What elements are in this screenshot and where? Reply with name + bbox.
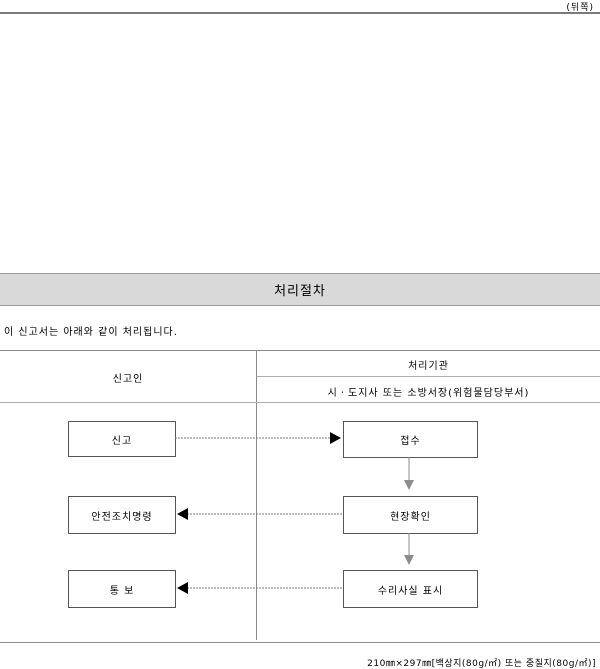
step-repair-mark: 수리사실 표시 [343,570,478,608]
header-authority-detail: 시ㆍ도지사 또는 소방서장(위험물담당부서) [327,388,530,399]
procedure-table [0,350,600,643]
procedure-title: 처리절차 [274,284,326,299]
arrow-head-left-icon [177,582,188,594]
arrow-head-right-icon [330,432,341,444]
header-applicant: 신고인 [112,374,144,385]
arrow-head-down-icon [404,555,414,565]
step-safety-order: 안전조치명령 [68,496,176,534]
step-site-check: 현장확인 [343,496,478,534]
header-subdivider [257,376,600,377]
arrow-head-left-icon [177,508,188,520]
back-side-label: (뒤쪽) [566,3,594,13]
procedure-title-bar: 처리절차 [0,273,600,306]
step-notify: 통 보 [68,570,176,608]
step-receive: 접수 [343,421,478,458]
arrow-head-down-icon [404,480,414,490]
procedure-notice: 이 신고서는 아래와 같이 처리됩니다. [4,327,178,338]
header-bottom-rule [0,402,600,403]
step-declare: 신고 [68,421,176,457]
paper-size-footer: 210㎜×297㎜[백상지(80g/㎡) 또는 중질지(80g/㎡)] [367,659,596,669]
header-authority: 처리기관 [408,361,449,372]
column-divider [256,351,257,640]
top-rule [0,12,600,14]
